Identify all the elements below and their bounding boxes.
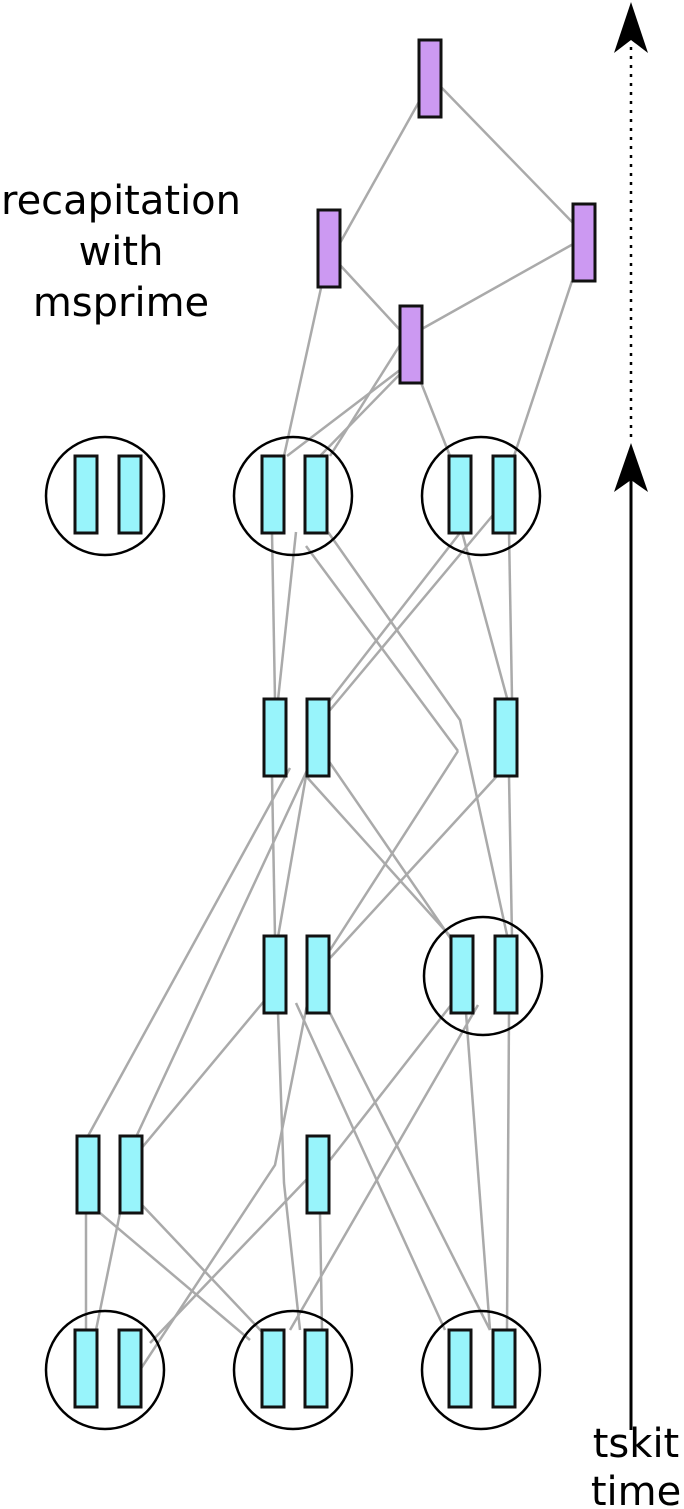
edge [464,1012,492,1331]
genome-node [262,934,288,1015]
edge [319,519,471,714]
edge [507,775,514,938]
edge [318,1212,324,1331]
genome-node [305,1134,331,1215]
genome-node [260,1328,286,1409]
genome-nodes [73,454,519,1409]
time-axis [614,2,648,1430]
edge [329,999,456,1161]
genome-node [303,1328,329,1409]
recap-axis-arrowhead [614,2,648,53]
genome-node [449,934,475,1015]
recapitated-node [316,208,342,289]
individual-circle [422,915,544,1037]
genome-node [117,454,143,535]
recapitated-nodes [316,38,597,385]
individual-circle [420,1309,542,1431]
individual-circle [232,1309,354,1431]
edge [439,85,577,227]
edge [329,775,498,959]
recapitated-node [398,304,424,385]
edge [141,1204,266,1336]
edge [328,344,402,457]
edge [270,775,277,938]
recap-label-line1: recapitation [1,178,241,224]
edge [419,241,576,332]
genome-node [305,697,331,778]
edge [328,750,460,951]
edge [319,371,403,457]
time-axis-arrowhead [614,443,648,492]
edge [326,759,464,956]
genome-node [75,1134,101,1215]
edge [326,531,509,936]
recapitation-label: recapitation with msprime [1,178,241,326]
time-label-line1: tskit [593,1421,679,1467]
edge [86,767,292,1137]
individual-circle [420,435,542,557]
recap-label-line3: msprime [33,280,209,326]
edge [324,514,494,717]
edge [286,369,401,457]
edge [460,531,509,699]
edge [276,775,308,938]
edge [505,1012,511,1331]
genome-node [447,454,473,535]
edge [338,99,422,244]
individuals [44,435,544,1431]
edge [276,1012,302,1331]
individual-circle [44,435,166,557]
individual-circle [232,435,354,557]
genome-node [118,1134,144,1215]
edge [99,1212,251,1341]
recap-label-line2: with [79,229,164,275]
edge [138,1004,309,1371]
genome-node [493,697,519,778]
genome-node [260,454,286,535]
genome-node [303,454,329,535]
genome-node [73,1328,99,1409]
recapitated-node [571,202,597,283]
genome-node [73,454,99,535]
genome-node [491,1328,517,1409]
edge [149,1177,309,1344]
edge [270,531,277,701]
genome-node [447,1328,473,1409]
edge [282,287,323,457]
edge [276,531,298,701]
edge [339,264,401,331]
genome-node [493,934,519,1015]
edge [507,531,514,699]
edge [304,774,461,948]
edge [128,763,312,1151]
genome-node [262,697,288,778]
genome-node [117,1328,143,1409]
edge [418,379,452,457]
edge [139,987,276,1151]
genome-node [491,454,517,535]
individual-circle [44,1309,166,1431]
time-label: tskit time [591,1421,681,1509]
edge [328,1012,492,1331]
edge [512,280,574,457]
recapitated-node [417,38,443,119]
time-label-line2: time [591,1469,681,1509]
genome-node [305,934,331,1015]
edges [84,85,577,1371]
edge [294,1002,447,1331]
